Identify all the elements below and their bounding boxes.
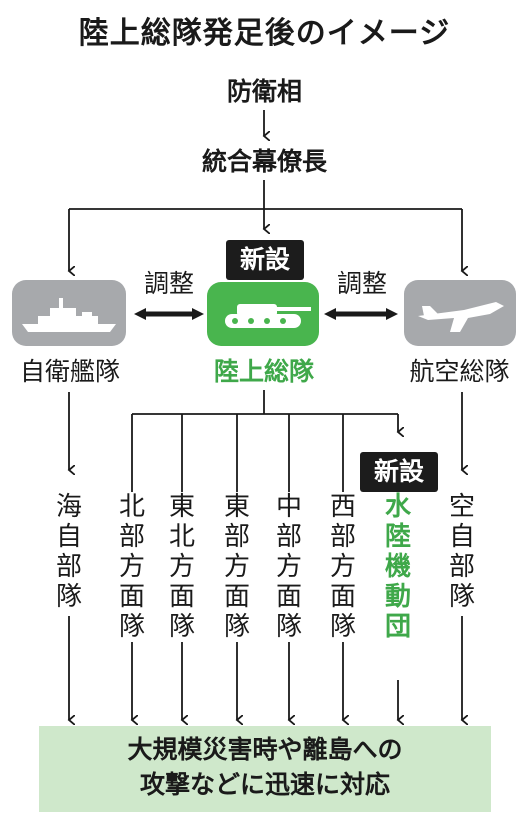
coordination-label-left: 調整 <box>143 269 194 298</box>
coordination-label-right: 調整 <box>336 269 387 298</box>
outcome-box <box>39 726 491 812</box>
outcome-line-2: 攻撃などに迅速に対応 <box>139 770 390 799</box>
navy-fleet-label: 自衛艦隊 <box>19 357 120 386</box>
minister-node: 防衛相 <box>226 77 302 106</box>
warship-icon <box>22 298 116 332</box>
northern-army: 北部方面隊 <box>115 492 149 642</box>
page-title: 陸上総隊発足後のイメージ <box>78 16 451 51</box>
northeastern-army: 東北方面隊 <box>165 492 199 642</box>
air-defense-label: 航空総隊 <box>409 357 510 386</box>
air-icon-box <box>404 280 516 346</box>
tank-icon <box>225 304 311 328</box>
ground-component-label: 陸上総隊 <box>213 357 314 386</box>
navy-units: 海自部隊 <box>52 492 86 612</box>
new-badge-amphibious: 新設 <box>360 452 438 492</box>
western-army: 西部方面隊 <box>326 492 360 642</box>
amphibious-brigade: 水陸機動団 <box>381 492 415 642</box>
chief-node: 統合幕僚長 <box>201 147 327 176</box>
air-units: 空自部隊 <box>445 492 479 612</box>
ground-icon-box <box>207 282 319 346</box>
eastern-army: 東部方面隊 <box>220 492 254 642</box>
central-army: 中部方面隊 <box>272 492 306 642</box>
new-badge-ground: 新設 <box>226 240 304 280</box>
navy-icon-box <box>12 280 126 346</box>
outcome-line-1: 大規模災害時や離島への <box>127 735 403 764</box>
fighter-jet-icon <box>418 302 504 332</box>
